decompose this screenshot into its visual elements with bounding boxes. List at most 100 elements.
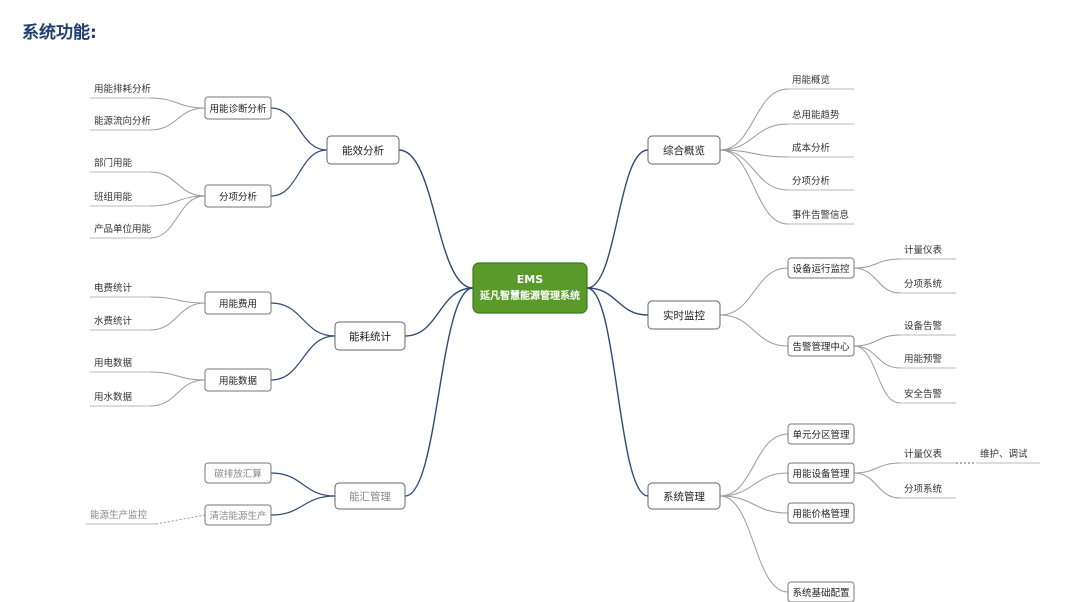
branch-3[interactable]: 综合概览 — [647, 135, 721, 165]
root-line1: EMS — [517, 273, 543, 286]
branch-5-sub-3-label: 系统基础配置 — [792, 587, 849, 599]
leaf-connector — [149, 296, 206, 304]
branch-1-sub-1[interactable]: 用能数据 — [204, 368, 272, 392]
branch-0-sub-0-label: 用能诊断分析 — [209, 103, 267, 115]
branch-4-box — [647, 300, 721, 330]
leaf-4-1-0[interactable]: 设备告警 — [904, 320, 943, 332]
branch-0-sub-0[interactable]: 用能诊断分析 — [204, 96, 272, 120]
branch-0-sub-0-box — [204, 96, 272, 120]
branch-connector — [586, 287, 649, 316]
leaf-5-extra[interactable]: 维护、调试 — [980, 448, 1028, 460]
leaf-2-1-0[interactable]: 能源生产监控 — [90, 509, 148, 521]
leaf-connector — [149, 195, 206, 239]
leaf-connector — [719, 88, 789, 151]
leaf-connector — [719, 149, 789, 191]
branch-connector — [586, 149, 649, 289]
leaf-1-0-1[interactable]: 水费统计 — [94, 315, 133, 327]
branch-5-sub-0-box — [787, 423, 855, 445]
branch-2[interactable]: 能汇管理 — [334, 482, 406, 510]
leaf-connector — [853, 345, 901, 404]
leaf-connector — [719, 149, 789, 158]
leaf-connector — [853, 334, 901, 347]
branch-5-sub-0[interactable]: 单元分区管理 — [787, 423, 855, 445]
root-line2: 延凡智慧能源管理系统 — [479, 289, 580, 302]
branch-5-label: 系统管理 — [663, 490, 705, 503]
leaf-4-1-1[interactable]: 用能预警 — [904, 353, 943, 365]
sub-connector — [719, 495, 789, 514]
branch-2-sub-1-box — [204, 504, 272, 526]
branch-2-sub-0[interactable]: 碳排放汇算 — [204, 462, 272, 484]
sub-connector — [270, 495, 336, 516]
branch-1-sub-0-box — [204, 291, 272, 315]
branch-5[interactable]: 系统管理 — [647, 482, 721, 510]
branch-1-box — [334, 321, 406, 351]
branch-2-label: 能汇管理 — [349, 490, 391, 503]
branch-4[interactable]: 实时监控 — [647, 300, 721, 330]
branch-1-sub-1-label: 用能数据 — [219, 375, 258, 387]
leaf-3-4[interactable]: 事件告警信息 — [792, 209, 849, 221]
branch-5-sub-1[interactable]: 用能设备管理 — [787, 462, 855, 484]
sub-connector — [719, 495, 789, 593]
leaf-5-1-1[interactable]: 分项系统 — [904, 483, 943, 495]
leaf-1-1-0[interactable]: 用电数据 — [94, 357, 133, 369]
branch-5-sub-3[interactable]: 系统基础配置 — [787, 581, 855, 602]
sub-connector — [719, 433, 789, 497]
leaf-4-0-1[interactable]: 分项系统 — [904, 278, 943, 290]
leaf-0-1-1[interactable]: 班组用能 — [94, 191, 133, 203]
leaf-1-1-1[interactable]: 用水数据 — [94, 391, 133, 403]
leaf-connector — [149, 171, 206, 197]
branch-0[interactable]: 能效分析 — [326, 135, 400, 165]
branch-2-sub-0-label: 碳排放汇算 — [214, 468, 262, 480]
branch-4-sub-0[interactable]: 设备运行监控 — [787, 257, 855, 279]
branch-0-sub-1[interactable]: 分项分析 — [204, 184, 272, 208]
leaf-connector — [853, 462, 901, 474]
root-node[interactable]: EMS 延凡智慧能源管理系统 — [472, 262, 588, 314]
branch-4-label: 实时监控 — [663, 309, 705, 322]
leaf-0-1-2[interactable]: 产品单位用能 — [94, 223, 152, 235]
leaf-0-0-1[interactable]: 能源流向分析 — [94, 115, 152, 127]
branch-connector — [404, 287, 474, 337]
branch-4-sub-0-box — [787, 257, 855, 279]
leaf-4-1-2[interactable]: 安全告警 — [904, 388, 943, 400]
leaf-3-0[interactable]: 用能概览 — [792, 74, 830, 86]
branch-0-sub-1-label: 分项分析 — [219, 191, 258, 203]
branch-5-sub-2[interactable]: 用能价格管理 — [787, 502, 855, 524]
leaf-5-1-0[interactable]: 计量仪表 — [904, 448, 943, 460]
page-title: 系统功能: — [22, 23, 97, 43]
sub-connector — [719, 267, 789, 316]
leaf-0-0-0[interactable]: 用能排耗分析 — [94, 83, 152, 95]
branch-4-sub-1[interactable]: 告警管理中心 — [787, 335, 855, 357]
sub-connector — [270, 335, 336, 381]
leaf-4-0-0[interactable]: 计量仪表 — [904, 244, 943, 256]
leaf-0-1-0[interactable]: 部门用能 — [94, 157, 133, 169]
branch-connector — [586, 287, 649, 497]
branch-1-sub-1-box — [204, 368, 272, 392]
leaf-connector — [149, 371, 206, 381]
branch-2-sub-1[interactable]: 清洁能源生产 — [204, 504, 272, 526]
leaf-connector — [149, 195, 206, 207]
leaf-3-2[interactable]: 成本分析 — [792, 142, 831, 154]
branch-5-sub-2-label: 用能价格管理 — [792, 508, 850, 520]
branch-1-sub-0[interactable]: 用能费用 — [204, 291, 272, 315]
leaf-connector — [155, 514, 206, 525]
leaf-connector — [853, 345, 901, 369]
leaf-3-3[interactable]: 分项分析 — [792, 175, 831, 187]
leaf-3-1[interactable]: 总用能趋势 — [792, 109, 840, 121]
branch-5-sub-2-box — [787, 502, 855, 524]
sub-connector — [270, 302, 336, 337]
leaf-connector — [719, 123, 789, 151]
leaf-connector — [719, 149, 789, 225]
sub-connector — [270, 149, 328, 197]
leaf-1-0-0[interactable]: 电费统计 — [94, 282, 133, 294]
branch-5-box — [647, 482, 721, 510]
sub-connector — [270, 472, 336, 497]
branch-1-sub-0-label: 用能费用 — [219, 298, 257, 310]
branch-connector — [398, 149, 474, 289]
branch-2-sub-1-label: 清洁能源生产 — [209, 510, 266, 522]
branch-0-sub-1-box — [204, 184, 272, 208]
branch-1[interactable]: 能耗统计 — [334, 321, 406, 351]
branch-4-sub-0-label: 设备运行监控 — [792, 263, 850, 275]
branch-1-label: 能耗统计 — [349, 330, 391, 343]
root-node-box — [472, 262, 588, 314]
